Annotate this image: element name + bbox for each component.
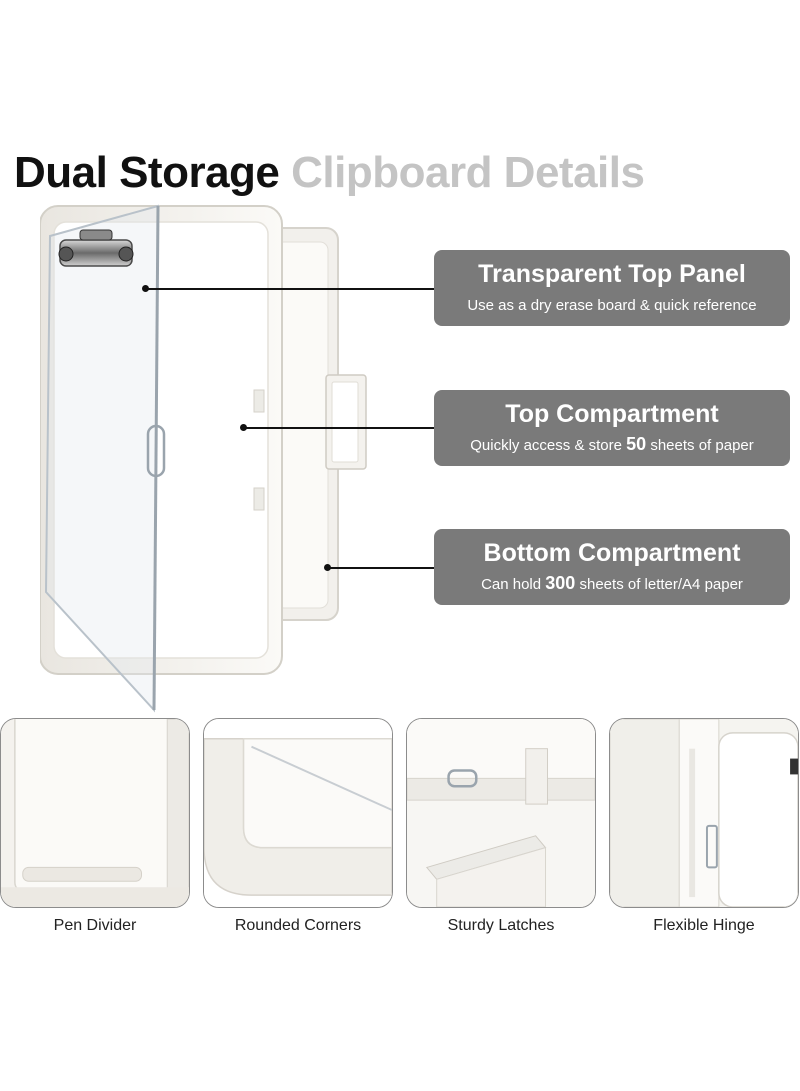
callout-transparent-top-panel: Transparent Top Panel Use as a dry erase… [434, 250, 790, 326]
callout-description: Quickly access & store 50 sheets of pape… [470, 434, 754, 454]
callout-bottom-compartment: Bottom Compartment Can hold 300 sheets o… [434, 529, 790, 605]
bottom-compartment-leader-line [328, 567, 434, 569]
title-dark-part: Dual Storage [14, 148, 280, 197]
page-title: Dual Storage Clipboard Details [14, 146, 645, 200]
sturdy-latches-image [407, 719, 595, 907]
callout-top-compartment: Top Compartment Quickly access & store 5… [434, 390, 790, 466]
detail-tile-sturdy-latches [406, 718, 596, 908]
sheet-count-300: 300 [545, 573, 576, 593]
panel-marker-dot [142, 285, 149, 292]
pen-divider-image [1, 719, 189, 907]
callout-heading: Transparent Top Panel [478, 260, 746, 288]
flexible-hinge-image [610, 719, 798, 907]
caption-rounded-corners: Rounded Corners [234, 917, 362, 934]
callout-description: Use as a dry erase board & quick referen… [467, 297, 757, 314]
bottom-compartment-marker-dot [324, 564, 331, 571]
sheet-count-50: 50 [626, 434, 647, 454]
callout-heading: Bottom Compartment [483, 539, 741, 567]
callout-description: Can hold 300 sheets of letter/A4 paper [481, 573, 743, 593]
panel-leader-line [146, 288, 434, 290]
caption-sturdy-latches: Sturdy Latches [447, 917, 555, 934]
callout-heading: Top Compartment [505, 400, 719, 428]
clipboard-case-image [40, 204, 367, 713]
detail-tile-flexible-hinge [609, 718, 799, 908]
rounded-corners-image [204, 719, 392, 907]
detail-tile-pen-divider [0, 718, 190, 908]
caption-pen-divider: Pen Divider [53, 917, 137, 934]
top-compartment-marker-dot [240, 424, 247, 431]
caption-flexible-hinge: Flexible Hinge [653, 917, 755, 934]
detail-tile-rounded-corners [203, 718, 393, 908]
top-compartment-leader-line [244, 427, 434, 429]
title-light-part: Clipboard Details [291, 148, 645, 197]
